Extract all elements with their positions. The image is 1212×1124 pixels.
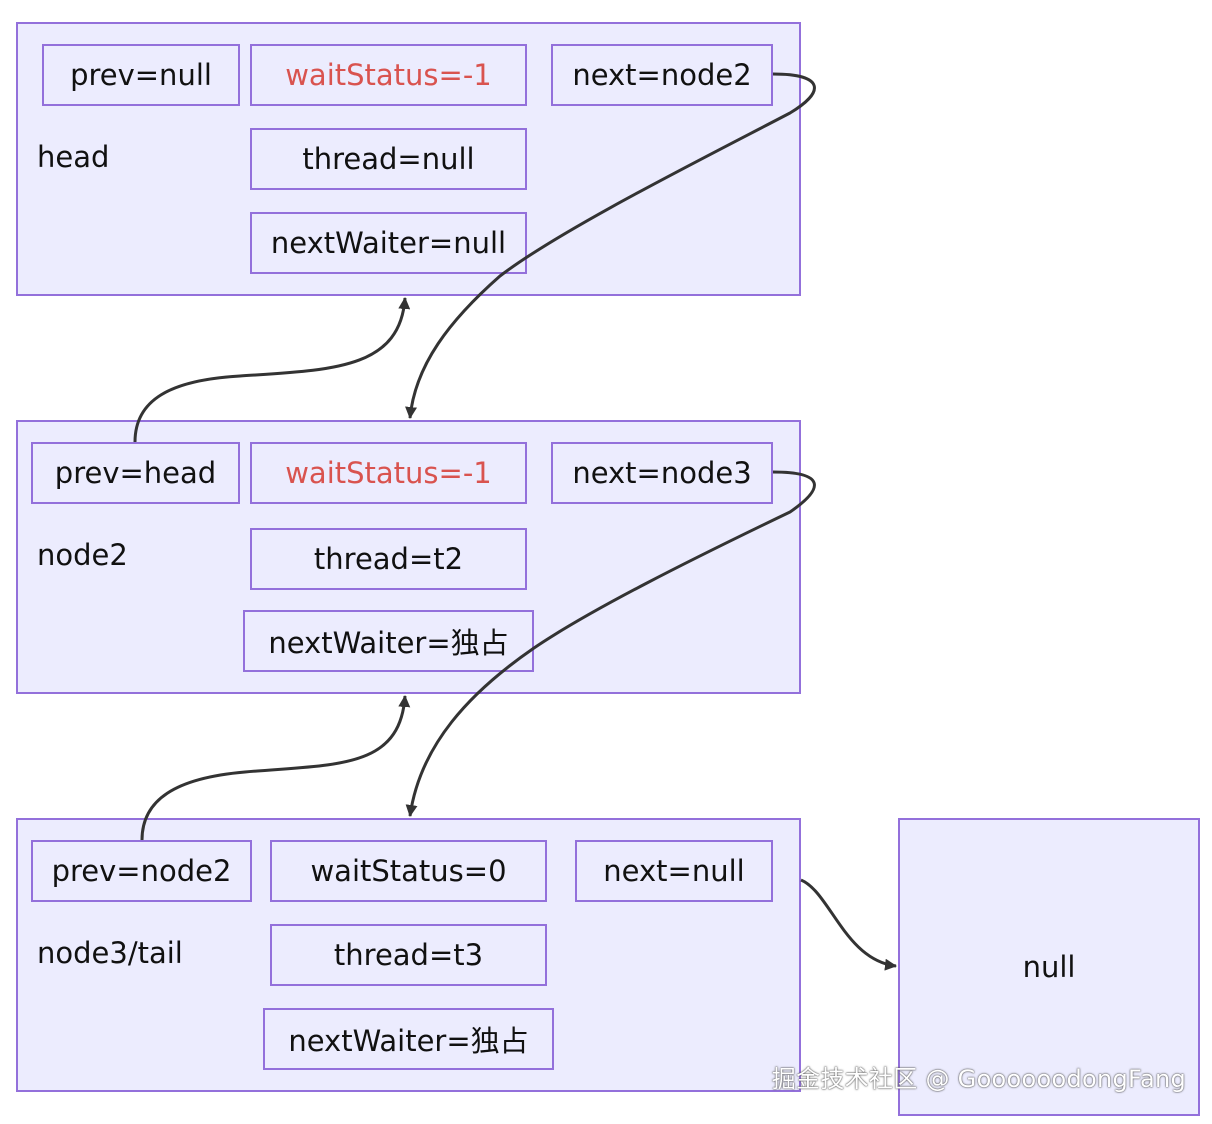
- node2-next-waiter-field: nextWaiter=独占: [243, 610, 534, 672]
- head-prev-field: prev=null: [42, 44, 240, 106]
- head-wait-status-field: waitStatus=-1: [250, 44, 527, 106]
- edge-node2-next-to-node3: [405, 470, 816, 817]
- head-next-field: next=node2: [551, 44, 773, 106]
- edge-head-next-to-node2: [405, 72, 816, 419]
- node3-wait-status-field: waitStatus=0: [270, 840, 547, 902]
- node3-label: node3/tail: [37, 936, 183, 970]
- node2-next-field: next=node3: [551, 442, 773, 504]
- watermark-text: 掘金技术社区 @ GoooooodongFang: [771, 1065, 1186, 1093]
- node2-label: node2: [37, 538, 128, 572]
- node2-wait-status-field: waitStatus=-1: [250, 442, 527, 504]
- head-thread-field: thread=null: [250, 128, 527, 190]
- node3-thread-field: thread=t3: [270, 924, 547, 986]
- head-next-waiter-field: nextWaiter=null: [250, 212, 527, 274]
- node3-next-field: next=null: [575, 840, 773, 902]
- edge-node2-prev-to-head: [133, 297, 411, 443]
- node3-prev-field: prev=node2: [31, 840, 252, 902]
- node2-thread-field: thread=t2: [250, 528, 527, 590]
- edge-node3-next-to-null: [800, 878, 897, 971]
- edge-node3-prev-to-node2: [140, 695, 411, 841]
- node2-prev-field: prev=head: [31, 442, 240, 504]
- null-box: null: [898, 818, 1200, 1116]
- node3-next-waiter-field: nextWaiter=独占: [263, 1008, 554, 1070]
- head-label: head: [37, 140, 110, 174]
